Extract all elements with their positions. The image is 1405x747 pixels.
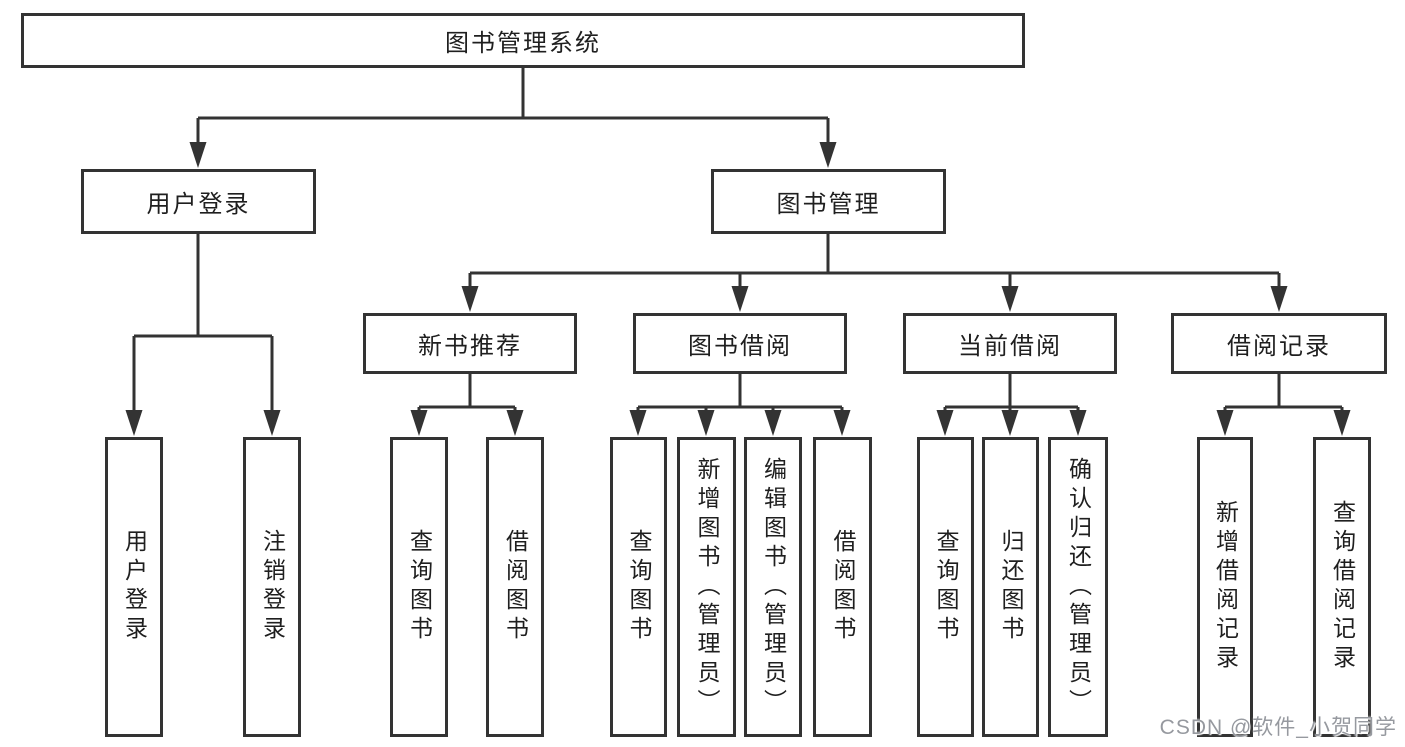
node-user-login: 用户登录 xyxy=(81,169,316,234)
node-borrowing-records: 借阅记录 xyxy=(1171,313,1387,374)
leaf-borrowing-borrow-books-label: 借阅图书 xyxy=(830,529,856,645)
leaf-current-query-books-label: 查询图书 xyxy=(933,529,959,645)
leaf-borrowing-query-books-label: 查询图书 xyxy=(626,529,652,645)
node-book-management: 图书管理 xyxy=(711,169,946,234)
node-book-management-label: 图书管理 xyxy=(776,191,881,218)
leaf-current-confirm-return-admin: 确认归还（管理员） xyxy=(1048,437,1108,737)
leaf-records-query-record: 查询借阅记录 xyxy=(1313,437,1371,737)
leaf-borrowing-borrow-books: 借阅图书 xyxy=(813,437,872,737)
leaf-recommend-borrow-books: 借阅图书 xyxy=(486,437,544,737)
node-book-borrowing: 图书借阅 xyxy=(633,313,847,374)
node-book-borrowing-label: 图书借阅 xyxy=(688,333,792,360)
node-borrowing-records-label: 借阅记录 xyxy=(1227,333,1331,360)
leaf-current-confirm-return-admin-label: 确认归还（管理员） xyxy=(1065,456,1092,718)
leaf-recommend-query-books-label: 查询图书 xyxy=(406,529,433,645)
leaf-borrowing-query-books: 查询图书 xyxy=(610,437,667,737)
node-library-system: 图书管理系统 xyxy=(21,13,1025,68)
leaf-user-login-label: 用户登录 xyxy=(121,529,148,645)
leaf-borrowing-add-books-admin: 新增图书（管理员） xyxy=(677,437,736,737)
leaf-records-query-record-label: 查询借阅记录 xyxy=(1329,500,1356,674)
leaf-current-query-books: 查询图书 xyxy=(917,437,974,737)
leaf-borrowing-edit-books-admin-label: 编辑图书（管理员） xyxy=(760,456,787,718)
leaf-records-add-record: 新增借阅记录 xyxy=(1197,437,1253,737)
leaf-borrowing-add-books-admin-label: 新增图书（管理员） xyxy=(694,456,720,718)
leaf-user-login: 用户登录 xyxy=(105,437,163,737)
leaf-recommend-query-books: 查询图书 xyxy=(390,437,448,737)
node-current-borrowing: 当前借阅 xyxy=(903,313,1117,374)
leaf-borrowing-edit-books-admin: 编辑图书（管理员） xyxy=(744,437,802,737)
leaf-records-add-record-label: 新增借阅记录 xyxy=(1212,500,1239,674)
leaf-logout-label: 注销登录 xyxy=(259,529,286,645)
node-new-book-recommend: 新书推荐 xyxy=(363,313,577,374)
csdn-watermark: CSDN @软件_小贺同学 xyxy=(1159,716,1397,739)
leaf-current-return-books: 归还图书 xyxy=(982,437,1039,737)
node-current-borrowing-label: 当前借阅 xyxy=(958,333,1062,360)
node-user-login-label: 用户登录 xyxy=(146,191,251,218)
leaf-logout: 注销登录 xyxy=(243,437,301,737)
leaf-recommend-borrow-books-label: 借阅图书 xyxy=(502,529,529,645)
leaf-current-return-books-label: 归还图书 xyxy=(998,529,1024,645)
node-library-system-label: 图书管理系统 xyxy=(445,30,601,57)
node-new-book-recommend-label: 新书推荐 xyxy=(418,333,522,360)
arrowheads-group xyxy=(125,142,1351,436)
